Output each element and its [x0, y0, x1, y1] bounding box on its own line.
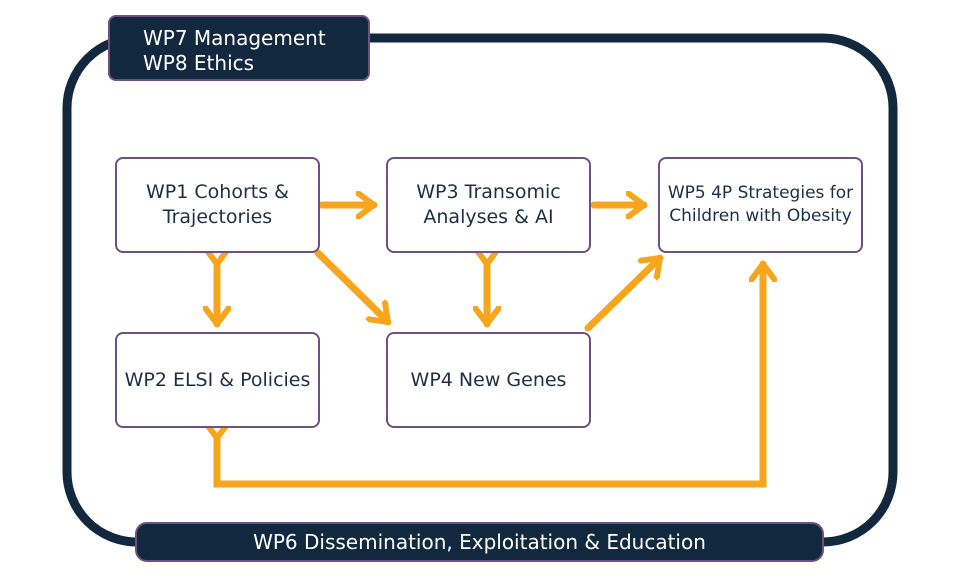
wp2-label: WP2 ELSI & Policies — [124, 368, 311, 391]
wp3-box: WP3 Transomic Analyses & AI — [386, 157, 591, 253]
arrow-wp4-to-wp5 — [584, 254, 664, 332]
wp3-label-line2: Analyses & AI — [423, 206, 554, 228]
wp4-box: WP4 New Genes — [386, 332, 591, 428]
wp1-box: WP1 Cohorts & Trajectories — [115, 157, 320, 253]
arrow-wp2-wp5 — [217, 260, 763, 488]
wp5-label-line2: Children with Obesity — [669, 206, 852, 226]
arrow-wp1-to-wp4 — [314, 249, 392, 326]
wp2-box: WP2 ELSI & Policies — [115, 332, 320, 428]
wp6-label: WP6 Dissemination, Exploitation & Educat… — [253, 530, 706, 554]
outer-frame — [62, 33, 898, 547]
wp6-bar: WP6 Dissemination, Exploitation & Educat… — [135, 522, 824, 562]
wp8-label: WP8 Ethics — [143, 51, 255, 75]
wp7-wp8-box: WP7 Management WP8 Ethics — [108, 15, 370, 81]
wp1-label-line2: Trajectories — [162, 206, 273, 228]
wp7-label: WP7 Management — [143, 26, 326, 50]
wp5-label-line1: WP5 4P Strategies for — [667, 183, 854, 203]
wp5-box: WP5 4P Strategies for Children with Obes… — [658, 157, 863, 253]
wp4-label: WP4 New Genes — [410, 368, 567, 391]
wp1-label-line1: WP1 Cohorts & — [146, 181, 289, 203]
wp3-label-line1: WP3 Transomic — [416, 181, 561, 203]
